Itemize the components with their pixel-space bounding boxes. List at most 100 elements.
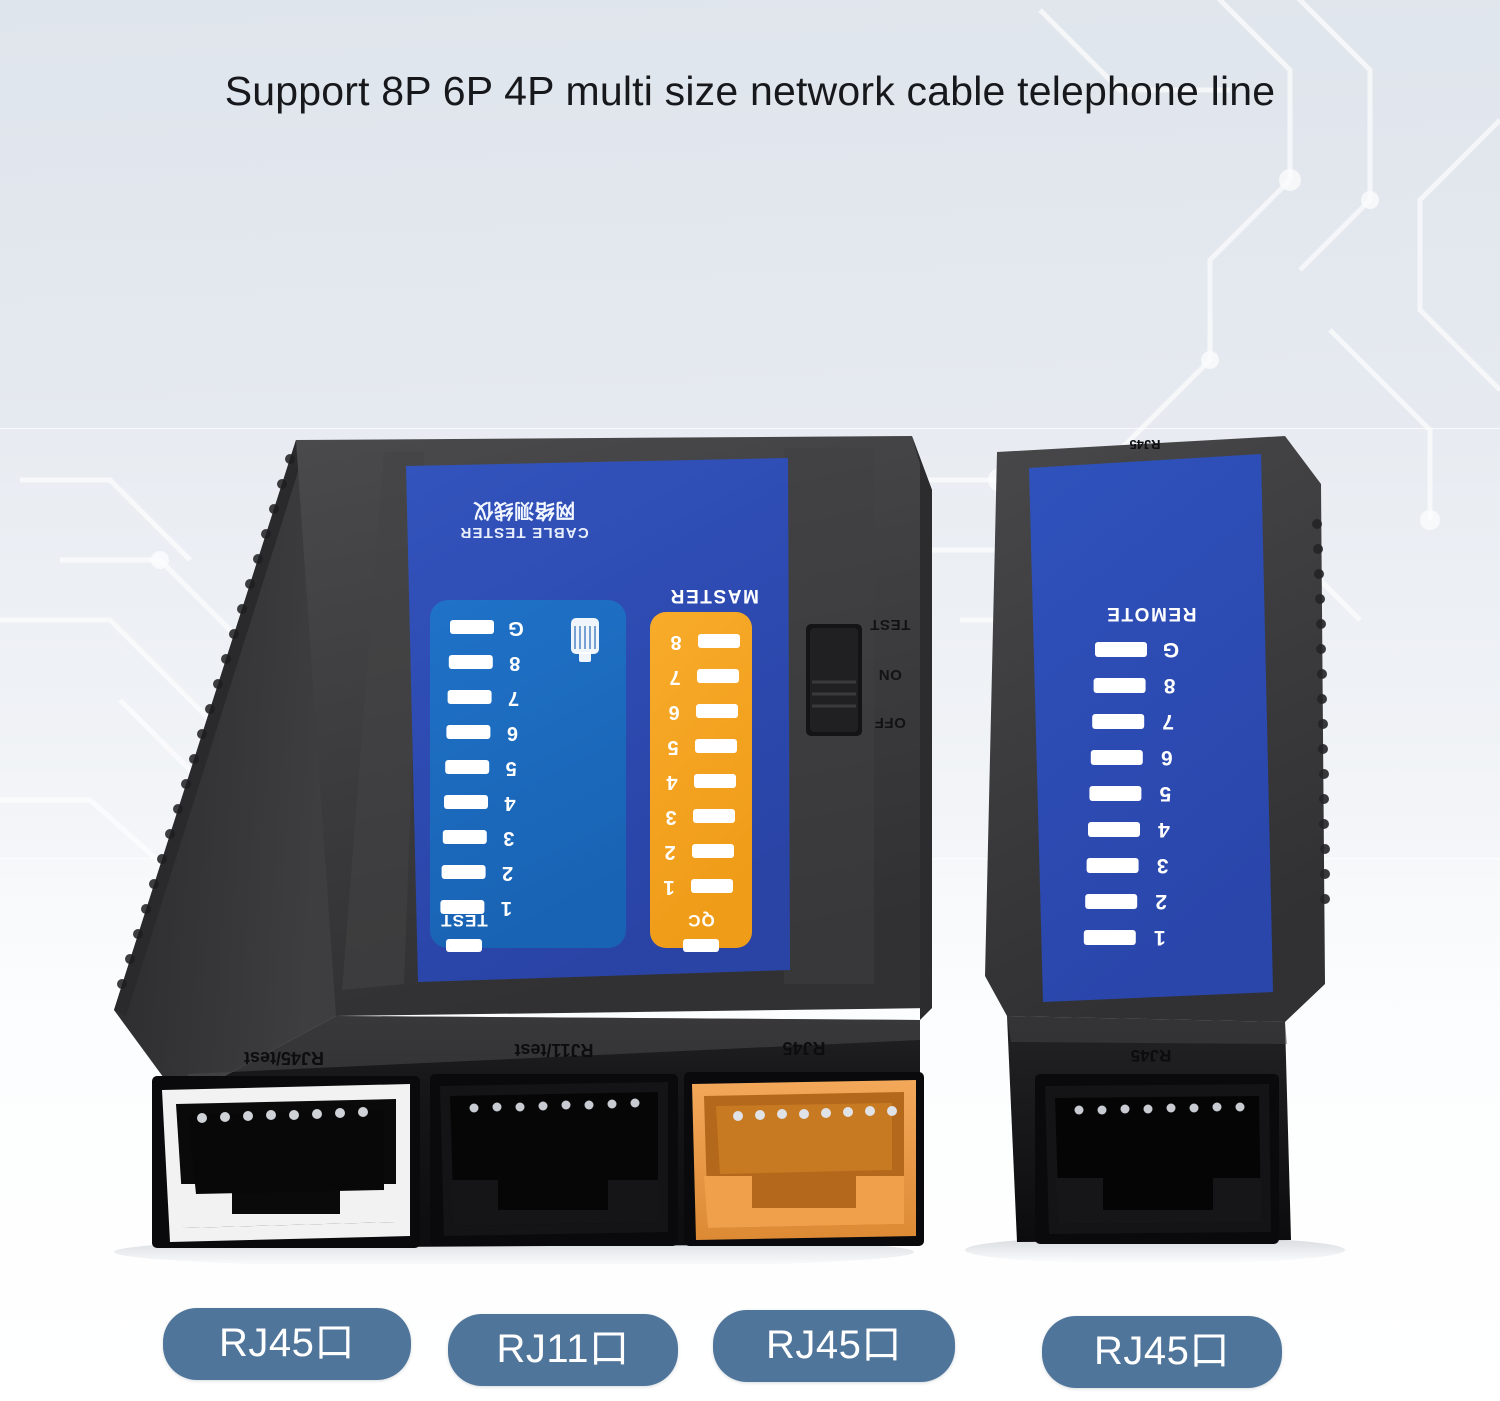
remote-led-row: 1: [1083, 926, 1166, 949]
background-divider-upper: [0, 428, 1500, 429]
master-led-row: 2: [441, 862, 513, 884]
master-orange-led-label: 8: [670, 631, 681, 653]
master-led-label: 5: [506, 757, 517, 779]
remote-led-label: G: [1163, 638, 1179, 661]
master-led-bar: [450, 620, 494, 634]
master-led-label: 7: [508, 687, 519, 709]
master-orange-led-row: 7: [669, 666, 739, 688]
mode-switch-position-label: OFF: [874, 714, 906, 731]
remote-led-label: 6: [1161, 746, 1173, 769]
master-test-indicator: TEST: [440, 911, 488, 952]
remote-led-bar: [1086, 858, 1139, 873]
master-led-row: 7: [447, 687, 519, 709]
remote-led-bar: [1090, 750, 1143, 765]
master-led-bar: [441, 865, 486, 879]
remote-led-bar: [1083, 930, 1136, 945]
remote-led-label: 7: [1162, 710, 1174, 733]
master-orange-led-bar: [691, 879, 733, 893]
port-badge-row: RJ45口 RJ11口 RJ45口 RJ45口: [0, 1302, 1500, 1390]
master-led-row-group: G 8 7 6 5 4 3 2 1: [440, 617, 524, 919]
remote-blue-faceplate: [1029, 454, 1273, 1002]
master-orange-led-label: 7: [669, 666, 680, 688]
master-test-label: TEST: [440, 911, 487, 930]
master-brand-cn: 网络测线仪: [472, 499, 575, 523]
master-orange-led-row: 5: [667, 736, 737, 758]
master-orange-led-label: 1: [663, 876, 674, 898]
port-badge-rj45-2: RJ45口: [713, 1310, 955, 1382]
master-led-row: 8: [448, 652, 520, 674]
port-rj45-test[interactable]: [152, 1076, 420, 1248]
mode-switch[interactable]: [806, 624, 862, 736]
master-port-label-group: RJ45/test RJ11/test RJ45: [244, 1038, 826, 1068]
remote-led-row: G: [1095, 638, 1179, 661]
master-unit: CABLE TESTER 网络测线仪 G 8 7 6 5 4 3 2 1 TEST MASTER: [114, 436, 932, 1264]
remote-led-row: 7: [1092, 710, 1174, 733]
master-led-bar: [448, 655, 493, 669]
mode-switch-position-label: ON: [878, 666, 902, 683]
master-orange-led-row: 1: [663, 876, 733, 898]
remote-led-bar: [1093, 678, 1146, 693]
master-led-bar: [440, 900, 485, 914]
master-qc-indicator: QC: [683, 911, 719, 952]
master-led-row: 3: [442, 827, 514, 849]
remote-led-label: 4: [1158, 818, 1170, 841]
master-led-row: 1: [440, 897, 512, 919]
master-led-label: 4: [504, 792, 516, 814]
master-orange-led-label: 3: [665, 806, 676, 828]
remote-led-bar: [1089, 786, 1142, 801]
remote-led-row: 5: [1089, 782, 1171, 805]
master-orange-led-bar: [694, 774, 736, 788]
remote-led-bar: [1095, 642, 1147, 657]
master-led-row: G: [450, 617, 524, 639]
remote-unit-label: REMOTE: [1106, 603, 1197, 624]
master-led-label: 6: [507, 722, 518, 744]
port-rj11-test-pins: [469, 1098, 640, 1113]
master-led-label: G: [508, 617, 524, 639]
remote-led-bar: [1085, 894, 1138, 909]
port-rj45-remote-pins: [1074, 1102, 1245, 1115]
master-orange-led-label: 5: [667, 736, 678, 758]
master-led-bar: [445, 760, 490, 774]
master-orange-led-bar: [693, 809, 735, 823]
rj45-connector-icon: [571, 618, 599, 662]
master-housing-right-side: [912, 436, 932, 1020]
master-orange-led-row: 8: [670, 631, 740, 653]
remote-led-row: 3: [1086, 854, 1168, 877]
master-orange-led-bar: [696, 704, 738, 718]
remote-led-label: 5: [1159, 782, 1171, 805]
master-orange-led-bar: [697, 669, 739, 683]
remote-led-bar: [1092, 714, 1145, 729]
port-rj11-test[interactable]: [430, 1074, 678, 1246]
master-housing-left-side: [114, 440, 336, 1100]
master-led-panel: [430, 600, 626, 948]
port-badge-label: RJ45口: [1094, 1329, 1230, 1373]
port-badge-label: RJ45口: [766, 1323, 902, 1367]
port-badge-label: RJ11口: [496, 1327, 630, 1371]
master-port-printed-label: RJ45: [782, 1038, 825, 1058]
port-rj45-orange[interactable]: [684, 1072, 924, 1246]
remote-led-row: 2: [1085, 890, 1167, 913]
remote-led-label: 1: [1154, 926, 1166, 949]
remote-led-label: 2: [1155, 890, 1167, 913]
remote-grip-ribs: [1312, 519, 1330, 904]
master-orange-led-row: 4: [666, 771, 736, 793]
remote-top-port-label: RJ45: [1129, 437, 1160, 452]
port-badge-label: RJ45口: [219, 1321, 355, 1365]
port-rj45-remote[interactable]: [1035, 1074, 1279, 1244]
master-orange-led-label: 4: [666, 771, 678, 793]
master-orange-led-bar: [692, 844, 734, 858]
master-led-label: 8: [509, 652, 520, 674]
remote-front-lip: [1007, 1016, 1287, 1044]
master-port-printed-label: RJ45/test: [244, 1048, 324, 1068]
master-brand-en: CABLE TESTER: [459, 524, 588, 541]
master-unit-label: MASTER: [669, 585, 759, 606]
master-qc-label: QC: [687, 911, 715, 930]
master-orange-led-bar: [698, 634, 740, 648]
master-bezel-left: [342, 452, 424, 990]
port-rj45-orange-pins: [733, 1106, 897, 1121]
master-port-printed-label: RJ11/test: [514, 1040, 593, 1060]
